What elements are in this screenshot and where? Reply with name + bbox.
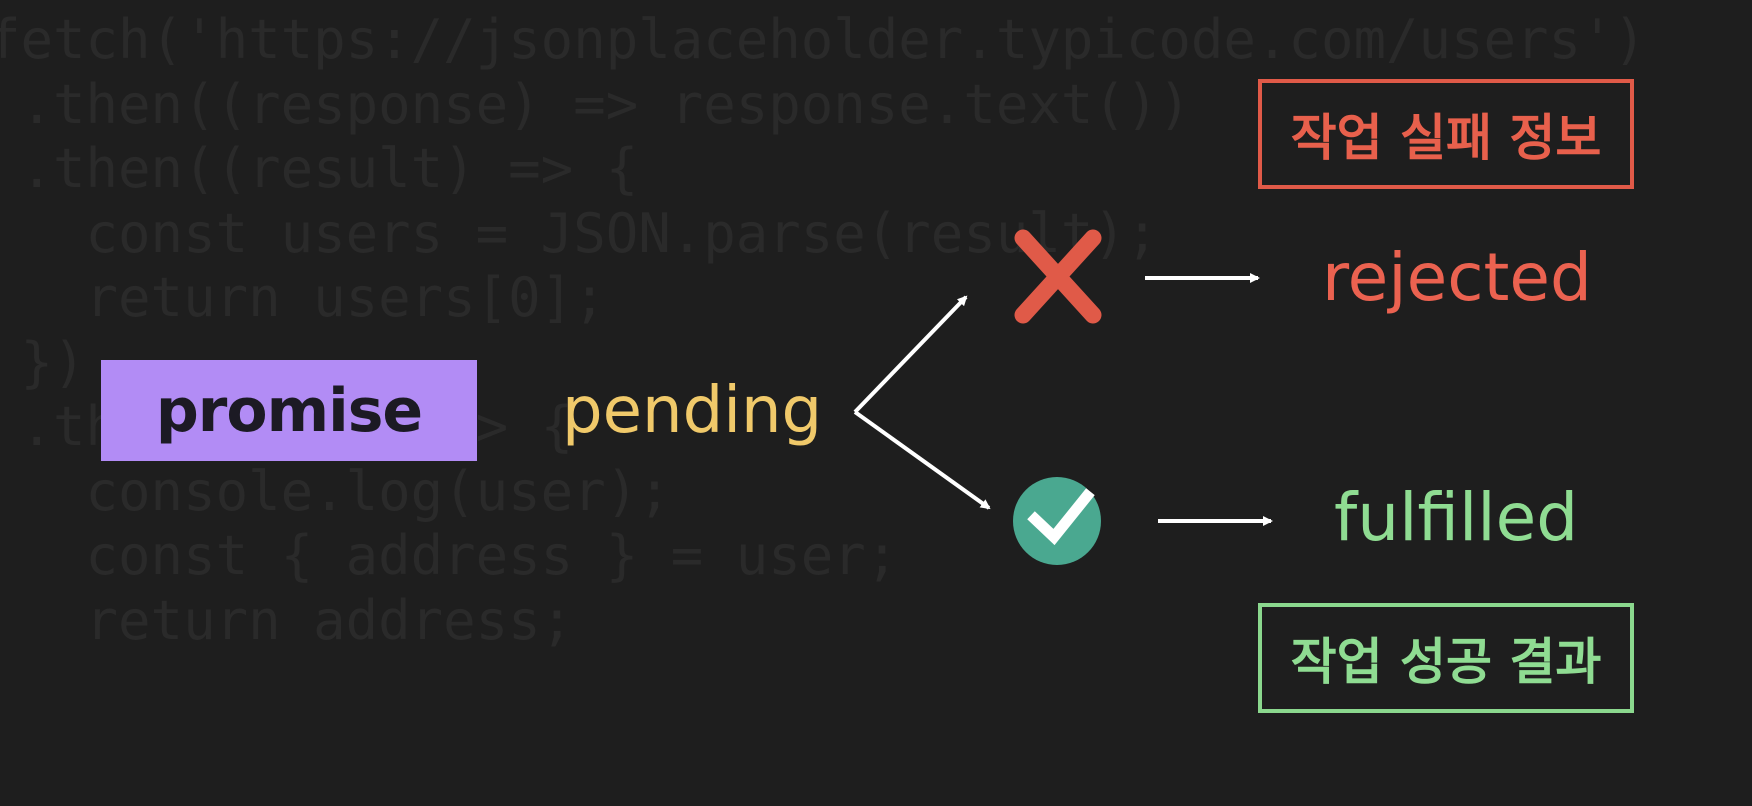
promise-label: promise	[155, 375, 423, 446]
branch-arrow-up	[853, 295, 968, 414]
rejected-label: rejected	[1322, 239, 1592, 316]
success-result-box: 작업 성공 결과	[1258, 603, 1634, 713]
fail-info-label: 작업 실패 정보	[1290, 109, 1602, 167]
success-result-label: 작업 성공 결과	[1290, 633, 1602, 691]
fail-info-box: 작업 실패 정보	[1258, 79, 1634, 189]
branch-arrow-down	[853, 410, 991, 510]
check-circle-icon	[1013, 477, 1101, 565]
x-icon	[1014, 229, 1102, 324]
fulfilled-label: fulfilled	[1334, 479, 1579, 556]
promise-box: promise	[101, 360, 477, 461]
pending-label: pending	[562, 374, 823, 448]
